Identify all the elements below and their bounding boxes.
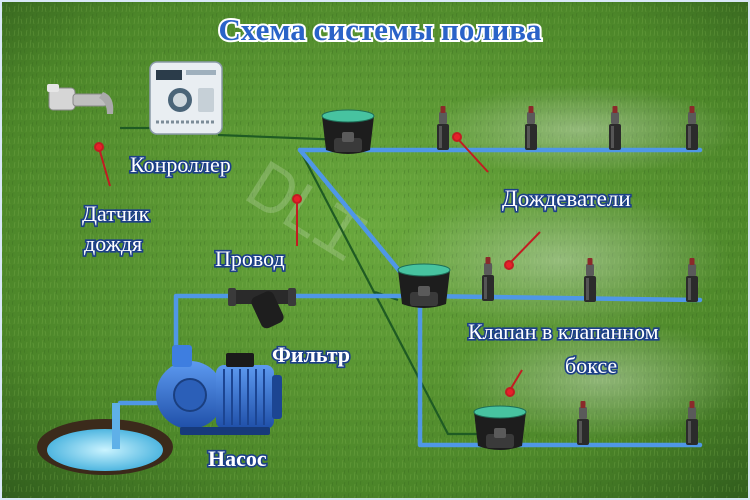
rain-sensor-icon	[47, 84, 114, 114]
label-valve-box: Клапан в клапанном	[468, 319, 659, 344]
irrigation-controller-icon	[149, 61, 223, 135]
control-wire	[120, 126, 478, 436]
label-valve-box: боксе	[565, 353, 617, 378]
valve-box-icon	[321, 109, 375, 155]
marker-dot	[452, 132, 462, 142]
water-pump-icon	[156, 345, 282, 435]
label-pointers	[94, 132, 541, 397]
marker-dot	[505, 387, 515, 397]
spray-mist	[390, 190, 730, 330]
valve-box-icon	[473, 405, 527, 451]
filter-icon	[228, 288, 296, 329]
label-filter: Фильтр	[272, 342, 350, 367]
diagram-title: Схема системы полива	[219, 12, 542, 47]
label-sprinklers: Дождеватели	[502, 186, 631, 211]
marker-dot	[94, 142, 104, 152]
label-rain-sensor: Датчик	[82, 201, 150, 226]
well-icon	[37, 403, 173, 475]
spray-mist	[420, 85, 740, 175]
marker-dot	[292, 194, 302, 204]
valve-box-icon	[397, 263, 451, 309]
label-wire: Провод	[215, 246, 285, 271]
label-controller: Конроллер	[130, 152, 231, 177]
label-pump: Насос	[208, 446, 267, 471]
marker-dot	[504, 260, 514, 270]
label-rain-sensor: дождя	[84, 231, 142, 256]
